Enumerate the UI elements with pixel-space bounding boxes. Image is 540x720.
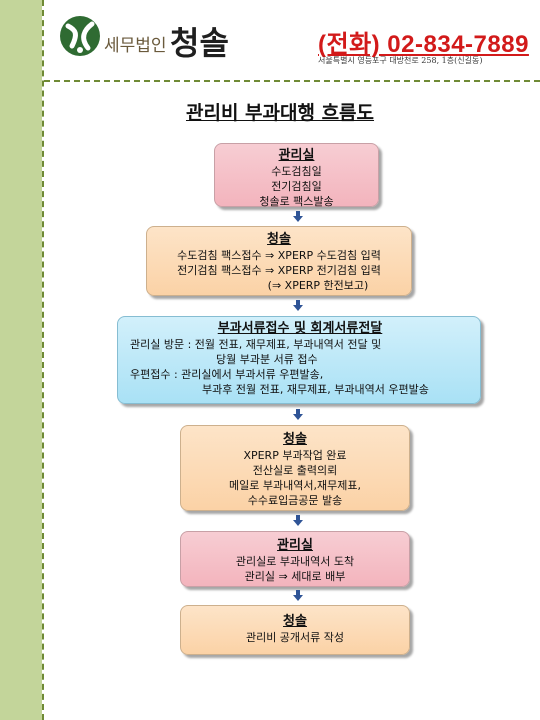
step-heading: 관리실 [278, 148, 315, 163]
step-line: 수도검침일 [271, 165, 322, 178]
header-divider [44, 80, 540, 82]
step-line: 관리비 공개서류 작성 [245, 631, 345, 644]
step-heading: 관리실 [277, 538, 313, 553]
step-line: 전기검침일 [271, 180, 322, 193]
firm-logo: 세무법인 청솔 [58, 14, 248, 62]
flow-step-1: 관리실 수도검침일 전기검침일 청솔로 팩스발송 [214, 143, 379, 208]
firm-name: 청솔 [170, 24, 229, 62]
flow-step-3: 부과서류접수 및 회계서류전달 관리실 방문 : 전월 전표, 재무제표, 부과… [117, 316, 481, 404]
step-heading: 부과서류접수 및 회계서류전달 [217, 321, 383, 336]
step-line: 관리실 ⇒ 세대로 배부 [244, 570, 346, 583]
flow-step-5: 관리실 관리실로 부과내역서 도착 관리실 ⇒ 세대로 배부 [180, 531, 410, 587]
step-line: 관리실 방문 : 전월 전표, 재무제표, 부과내역서 전달 및 [130, 338, 382, 351]
step-line: XPERP 부과작업 완료 [243, 449, 347, 462]
step-line: 당월 부과분 서류 접수 [216, 353, 318, 366]
flow-step-6: 청솔 관리비 공개서류 작성 [180, 605, 410, 655]
step-line: 부과후 전월 전표, 재무제표, 부과내역서 우편발송 [202, 383, 429, 396]
step-heading: 청솔 [267, 232, 291, 247]
step-heading: 청솔 [283, 432, 307, 447]
step-line: 수도검침 팩스접수 ⇒ XPERP 수도검침 입력 [177, 249, 381, 262]
sidebar-divider [42, 0, 44, 720]
step-line: 관리실로 부과내역서 도착 [235, 555, 355, 568]
step-line: 전기검침 팩스접수 ⇒ XPERP 전기검침 입력 [177, 264, 381, 277]
step-line: 메일로 부과내역서,재무제표, [229, 479, 361, 492]
address: 서울특별시 영등포구 대방천로 258, 1층(신길동) [318, 56, 483, 65]
step-line: 수수료입금공문 발송 [247, 494, 343, 507]
firm-type: 세무법인 [104, 36, 167, 56]
step-line: 청솔로 팩스발송 [259, 195, 334, 208]
flow-step-2: 청솔 수도검침 팩스접수 ⇒ XPERP 수도검침 입력 전기검침 팩스접수 ⇒… [146, 226, 412, 296]
pine-logo-icon [60, 16, 100, 56]
sidebar-decoration [0, 0, 42, 720]
flow-step-4: 청솔 XPERP 부과작업 완료 전산실로 출력의뢰 메일로 부과내역서,재무제… [180, 425, 410, 511]
step-line: 전산실로 출력의뢰 [252, 464, 338, 477]
step-heading: 청솔 [283, 614, 307, 629]
step-line: 우편접수 : 관리실에서 부과서류 우편발송, [130, 368, 324, 381]
phone-number: (전화) 02-834-7889 [318, 31, 529, 58]
step-line: (⇒ XPERP 한전보고) [267, 279, 369, 292]
page-title: 관리비 부과대행 흐름도 [185, 102, 375, 124]
